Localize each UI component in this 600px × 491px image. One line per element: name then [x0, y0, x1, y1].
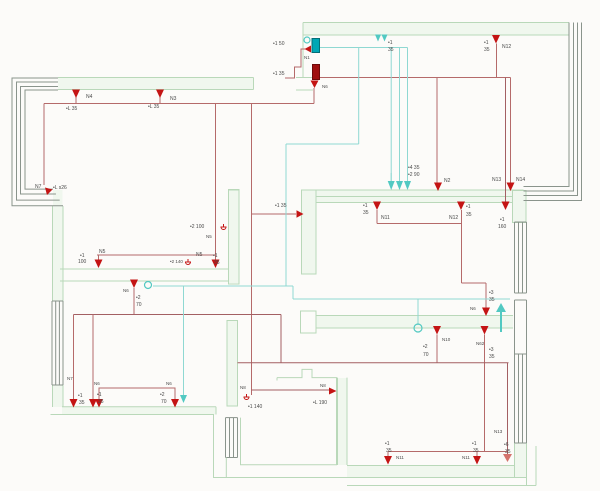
svg-text:N8: N8	[320, 383, 326, 388]
svg-text:•1: •1	[484, 40, 489, 46]
svg-text:35: 35	[79, 400, 85, 406]
svg-text:•2 100: •2 100	[190, 224, 204, 230]
svg-text:N6: N6	[470, 306, 476, 311]
svg-text:N6: N6	[123, 288, 129, 293]
svg-text:35: 35	[484, 47, 490, 53]
svg-text:•1: •1	[385, 441, 390, 447]
svg-text:•1: •1	[500, 217, 505, 223]
svg-text:•L 35: •L 35	[66, 106, 78, 112]
svg-text:•1 140: •1 140	[248, 404, 262, 410]
svg-text:•L 35: •L 35	[148, 104, 160, 110]
svg-text:N7: N7	[35, 184, 42, 190]
svg-text:•6: •6	[504, 442, 509, 448]
svg-text:•2: •2	[423, 344, 428, 350]
svg-text:70: 70	[136, 302, 142, 308]
svg-text:35: 35	[489, 297, 495, 303]
svg-text:N12: N12	[449, 215, 458, 221]
svg-text:N13: N13	[494, 429, 503, 434]
svg-text:•1: •1	[388, 40, 393, 46]
svg-text:N7: N7	[67, 376, 73, 381]
svg-text:N13: N13	[492, 177, 501, 183]
svg-text:N12: N12	[502, 44, 511, 50]
svg-text:160: 160	[498, 224, 507, 230]
svg-text:•1 35: •1 35	[273, 71, 285, 77]
svg-text:•L 190: •L 190	[313, 400, 327, 406]
svg-text:•3: •3	[489, 347, 494, 353]
svg-text:•1: •1	[466, 204, 471, 210]
svg-text:N14: N14	[516, 177, 525, 183]
svg-text:N11: N11	[462, 455, 470, 460]
svg-text:•3: •3	[489, 290, 494, 296]
svg-text:N2: N2	[444, 178, 451, 184]
svg-text:35: 35	[388, 47, 394, 53]
svg-text:•1: •1	[213, 253, 218, 259]
svg-text:N62: N62	[476, 341, 485, 346]
svg-text:N3: N3	[170, 96, 177, 102]
svg-text:•1: •1	[97, 392, 102, 398]
svg-text:35: 35	[363, 210, 369, 216]
svg-text:•1 35: •1 35	[275, 203, 287, 209]
svg-text:35: 35	[466, 212, 472, 218]
svg-text:•2 140: •2 140	[170, 259, 183, 264]
svg-text:•2: •2	[160, 392, 165, 398]
svg-text:N6: N6	[94, 381, 100, 386]
svg-text:N11: N11	[396, 455, 404, 460]
svg-text:35: 35	[98, 399, 104, 405]
svg-text:•1 50: •1 50	[273, 41, 285, 47]
svg-text:35: 35	[489, 354, 495, 360]
svg-text:•L s26: •L s26	[53, 185, 67, 191]
svg-text:N6: N6	[322, 84, 328, 89]
svg-text:N10: N10	[442, 337, 451, 342]
svg-text:N6: N6	[166, 381, 172, 386]
svg-text:N11: N11	[381, 215, 390, 221]
svg-text:•1: •1	[78, 393, 83, 399]
svg-text:N1: N1	[304, 55, 310, 60]
svg-text:N5: N5	[196, 252, 203, 258]
svg-text:•2: •2	[136, 295, 141, 301]
svg-text:100: 100	[78, 259, 87, 265]
svg-text:70: 70	[161, 399, 167, 405]
svg-text:35: 35	[386, 448, 392, 454]
svg-text:•1: •1	[363, 203, 368, 209]
svg-text:N4: N4	[86, 94, 93, 100]
svg-text:•1: •1	[80, 253, 85, 259]
svg-text:N8: N8	[240, 385, 246, 390]
svg-text:•1: •1	[472, 441, 477, 447]
svg-text:N5: N5	[206, 234, 212, 239]
svg-text:70: 70	[423, 352, 429, 358]
svg-text:35: 35	[505, 449, 511, 455]
svg-text:35: 35	[214, 260, 220, 266]
svg-text:•4 35: •4 35	[408, 165, 420, 171]
svg-text:N5: N5	[99, 249, 106, 255]
svg-text:•2 90: •2 90	[408, 172, 420, 178]
svg-text:35: 35	[473, 448, 479, 454]
